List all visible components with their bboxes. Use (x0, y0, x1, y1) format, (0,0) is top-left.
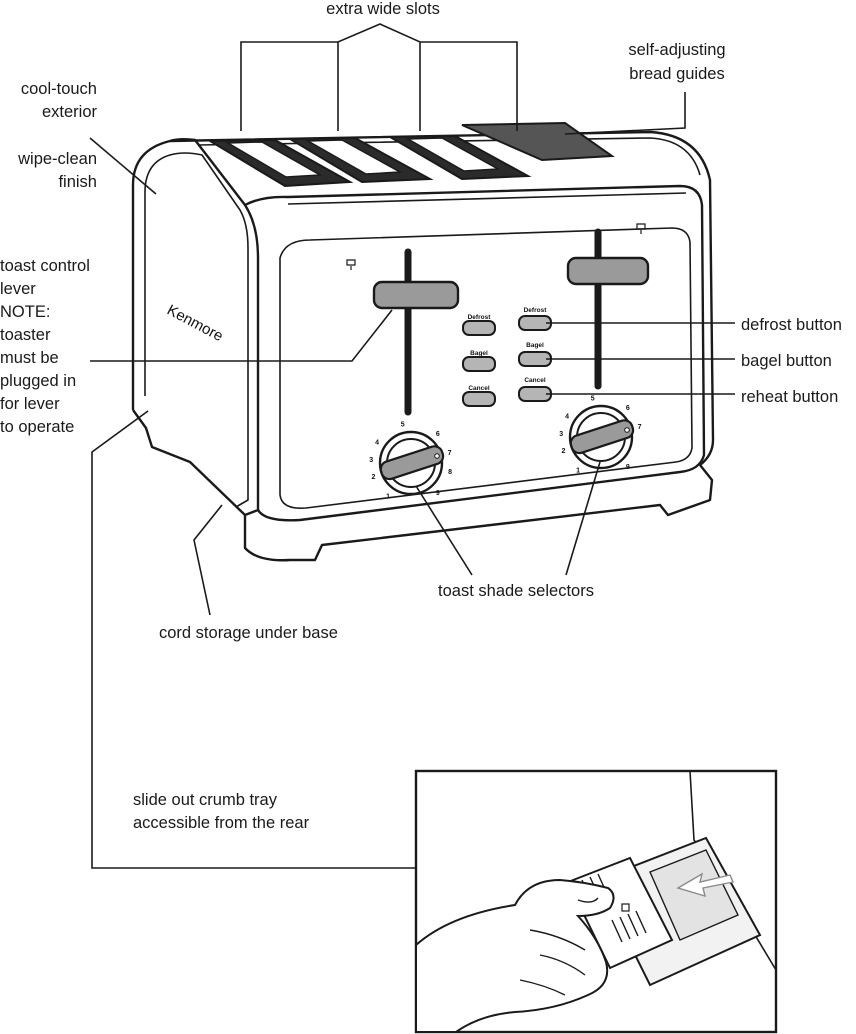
shade-leader (415, 461, 601, 576)
handle-square (621, 903, 630, 912)
lever-label-line5: must be (0, 349, 59, 367)
bread-guide-2 (305, 139, 403, 175)
lever-label-line1: toast control (0, 257, 90, 275)
exterior-label-line1: cool-touch (21, 80, 97, 98)
lever-label-line6: plugged in (0, 372, 76, 390)
left-dial-indicator (434, 453, 440, 459)
left-dial-number-8: 8 (448, 469, 452, 476)
crumb-tray-inset (414, 769, 778, 1034)
handle-ridge (627, 913, 639, 937)
slots-label: extra wide slots (326, 0, 440, 18)
slot-4 (461, 121, 615, 162)
left-button-panel: Defrost Bagel Cancel (462, 314, 496, 407)
right-bagel-text: Bagel (526, 342, 544, 349)
bagel-label: bagel button (741, 352, 832, 370)
left-defrost-button[interactable] (462, 320, 496, 336)
left-bagel-text: Bagel (470, 350, 488, 357)
cord-leader (193, 504, 223, 616)
lever-label-line7: for lever (0, 395, 60, 413)
callout-labels: extra wide slots self-adjusting bread gu… (0, 0, 842, 832)
right-dial-number-2: 2 (561, 448, 565, 455)
lever-label-line4: toaster (0, 326, 51, 344)
toaster-base (132, 409, 714, 562)
right-dial-number-6: 6 (626, 405, 630, 412)
reheat-label: reheat button (741, 388, 838, 406)
toaster-slots (206, 121, 615, 188)
leader-lines (89, 23, 735, 869)
finish-label-line1: wipe-clean (17, 150, 97, 168)
right-button-panel: Defrost Bagel Cancel (518, 307, 552, 402)
lever-tracks (404, 228, 602, 416)
crumb-tray-window (649, 849, 739, 941)
handle-ridge (611, 919, 623, 943)
left-dial-grip (379, 445, 445, 481)
left-defrost-text: Defrost (468, 314, 492, 321)
left-toast-lever[interactable] (372, 280, 460, 310)
right-dial-indicator (624, 427, 630, 433)
lever-label-line8: to operate (0, 418, 74, 436)
toast-symbol-icon (636, 223, 646, 234)
left-cancel-button[interactable] (462, 391, 496, 407)
right-dial-number-7: 7 (638, 424, 642, 431)
left-dial-number-4: 4 (375, 439, 379, 446)
right-dial-grip (569, 419, 635, 455)
right-shade-dial[interactable] (568, 404, 635, 470)
left-dial-number-1: 1 (386, 493, 390, 500)
crumb-leader (91, 410, 415, 869)
lever-label-line2: lever (0, 280, 36, 298)
guides-label-line2: bread guides (629, 65, 724, 83)
toast-symbol-icon (346, 259, 356, 270)
left-cancel-text: Cancel (468, 385, 490, 392)
handle-ridge (635, 910, 647, 934)
right-toast-lever[interactable] (566, 256, 650, 286)
bread-guide-1 (225, 141, 323, 178)
defrost-label: defrost button (741, 316, 842, 334)
toaster-illustration (131, 130, 715, 562)
finish-label-line2: finish (58, 173, 97, 191)
crumb-label-line1: slide out crumb tray (133, 791, 278, 809)
right-dial-number-9: 9 (626, 464, 630, 471)
top-ridge (287, 192, 687, 205)
exterior-label-line2: exterior (42, 103, 98, 121)
left-dial-number-5: 5 (401, 421, 405, 428)
toaster-top (169, 130, 715, 466)
right-cancel-text: Cancel (524, 377, 546, 384)
toaster-front-face (244, 184, 706, 522)
left-bagel-button[interactable] (462, 356, 496, 372)
bread-guide-3 (405, 137, 501, 172)
right-defrost-text: Defrost (524, 307, 548, 314)
lever-label-line3: NOTE: (0, 303, 50, 321)
left-dial-number-9: 9 (436, 490, 440, 497)
left-dial-number-7: 7 (448, 450, 452, 457)
left-dial-number-2: 2 (371, 474, 375, 481)
left-shade-dial[interactable] (378, 430, 445, 496)
handle-ridge (619, 916, 631, 940)
brand-logo: Kenmore (164, 302, 226, 346)
side-panel-inner (144, 152, 249, 508)
right-dial-number-4: 4 (565, 413, 569, 420)
left-dial-number-3: 3 (369, 457, 373, 464)
cord-label: cord storage under base (159, 624, 338, 642)
right-dial-number-5: 5 (591, 395, 595, 402)
guides-leader (564, 92, 686, 135)
left-dial-number-6: 6 (436, 431, 440, 438)
hand-fingers (519, 897, 599, 996)
slots-leader (240, 23, 518, 131)
guides-label-line1: self-adjusting (628, 41, 725, 59)
top-trim (197, 137, 701, 176)
right-dial-number-1: 1 (576, 467, 580, 474)
crumb-label-line2: accessible from the rear (133, 814, 310, 832)
arrow-icon (676, 872, 734, 898)
shade-label: toast shade selectors (438, 582, 594, 600)
right-dial-number-3: 3 (559, 431, 563, 438)
front-inner-panel (279, 227, 693, 510)
toast-symbol-icons (346, 223, 646, 270)
lever-leader (90, 309, 393, 362)
toaster-side-panel (131, 138, 260, 517)
finish-leader (89, 137, 157, 195)
dial-numbers: 1 2 3 4 5 6 7 8 9 1 2 3 4 5 6 7 9 (369, 395, 641, 500)
